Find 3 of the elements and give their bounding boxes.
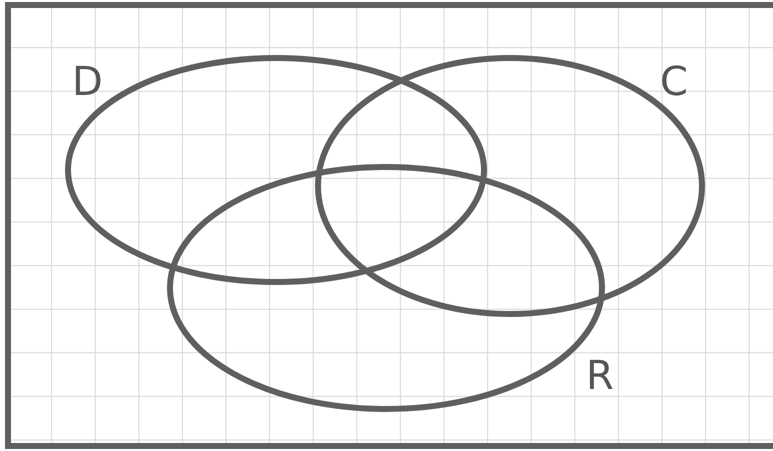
set-label: R bbox=[586, 356, 614, 396]
set-label: C bbox=[660, 62, 688, 102]
set-label: D bbox=[72, 62, 103, 102]
